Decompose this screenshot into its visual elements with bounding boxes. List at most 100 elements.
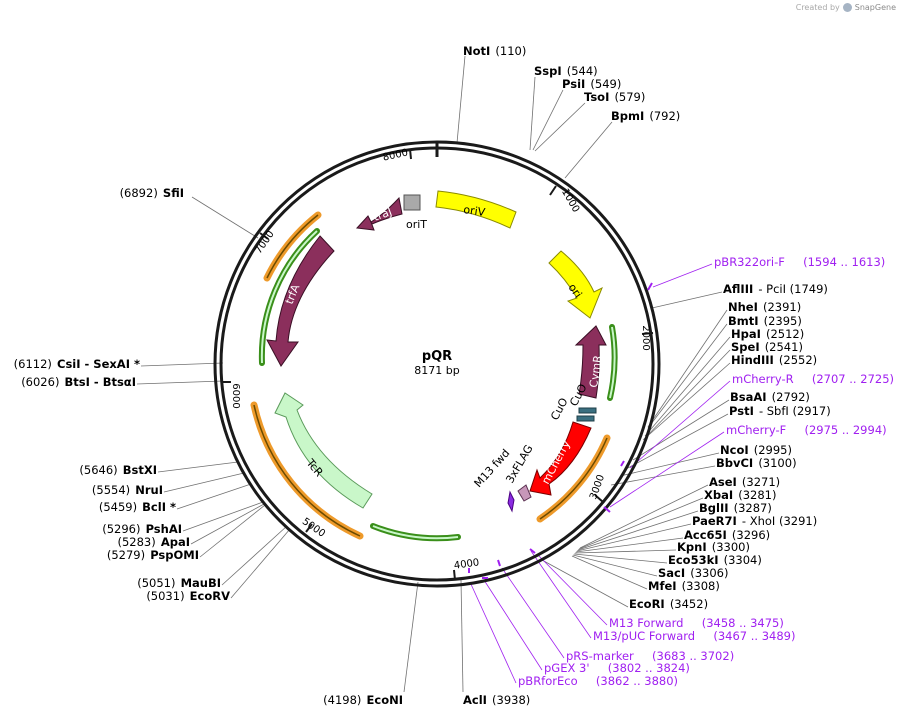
site-label-spei: SpeI (2541) [731, 336, 803, 355]
leader-line-bpmi [564, 121, 613, 179]
site-label-paer7i: PaeR7I - XhoI (3291) [692, 510, 817, 529]
site-name: MauBI [181, 576, 221, 590]
plasmid-length: 8171 bp [414, 364, 459, 377]
site-name: AclI [463, 693, 487, 707]
site-position: (2792) [772, 390, 810, 404]
tick-label-3000: 3000 [588, 473, 607, 501]
site-position: (3281) [738, 488, 776, 502]
site-position: (5554) [92, 483, 130, 497]
site-name: SpeI [731, 340, 760, 354]
site-position: (549) [590, 77, 621, 91]
site-position: (2512) [766, 327, 804, 341]
leader-line-kpni [574, 549, 677, 554]
site-position: (6112) [14, 357, 52, 371]
site-label-acc65i: Acc65I (3296) [684, 524, 770, 543]
site-position: (2541) [765, 340, 803, 354]
site-label-bpmi: BpmI (792) [611, 105, 680, 124]
site-position: (6892) [120, 186, 158, 200]
leader-line-btsi-bts-i [136, 380, 224, 385]
feature-label-traj: traJ [372, 205, 394, 224]
primer-markers [468, 282, 653, 579]
feature-label-cuo-1: CuO [548, 395, 571, 422]
leader-line-xbai [578, 497, 704, 550]
site-label-bsaai: BsaAI (2792) [730, 386, 810, 405]
site-name: PsiI [562, 77, 585, 91]
brand-name: SnapGene [854, 3, 896, 12]
promoter-orange-bottom-left-core [253, 404, 361, 537]
primer-label-mcherry-r: mCherry-R (2707 .. 2725) [732, 372, 894, 386]
site-name: HpaI [731, 327, 761, 341]
feature-cymr-arrow [574, 325, 607, 399]
leader-line-ncoi [619, 452, 720, 477]
site-label-ecori: EcoRI (3452) [629, 593, 708, 612]
site-position: (2552) [779, 353, 817, 367]
site-name: PspOMI [150, 548, 199, 562]
tick-mark-2000 [641, 332, 654, 335]
tick-label-2000: 2000 [640, 325, 651, 350]
site-label-btsi-bts-i: (6026) BtsI - BtsαI [21, 371, 136, 390]
leader-line-sspi [529, 76, 536, 151]
site-label-sspi: SspI (544) [534, 60, 598, 79]
promoter-orange-left-core [266, 214, 319, 279]
feature-label-orit: oriT [406, 218, 427, 231]
site-name: SspI [534, 64, 562, 78]
feature-label-oriv: oriV [463, 203, 487, 219]
feature-label-m13fwd: M13 fwd [472, 447, 513, 490]
site-name: NotI [463, 44, 490, 58]
site-name: SfiI [163, 186, 184, 200]
primer-marker-mcherry-f [603, 506, 611, 513]
site-position: (5031) [146, 589, 184, 603]
primer-marker-prs [497, 559, 501, 567]
leader-line-spei [643, 349, 731, 440]
site-position: (3452) [670, 597, 708, 611]
tick-mark-4000 [453, 569, 456, 581]
leader-line-bglii [577, 510, 699, 551]
leader-line-psti [625, 413, 729, 470]
site-label-pspomi: (5279) PspOMI [107, 544, 199, 563]
site-name: PshAI [146, 522, 182, 536]
site-label-sfii: (6892) SfiI [120, 182, 184, 201]
site-label-ncoi: NcoI (2995) [720, 439, 792, 458]
leader-line-ecorv [230, 528, 291, 599]
site-name: Eco53kI [668, 553, 719, 567]
tick-label-8000: 8000 [382, 148, 409, 164]
site-label-nhei: NheI (2391) [728, 296, 801, 315]
brand: Created by SnapGene [796, 3, 896, 12]
primer-leader-m13 [537, 554, 608, 626]
plasmid-name: pQR [422, 349, 452, 364]
primer-label-mcherry-f: mCherry-F (2975 .. 2994) [726, 423, 887, 437]
site-position: (3100) [758, 456, 796, 470]
site-position: (3300) [712, 540, 750, 554]
leader-line-pshai [182, 501, 264, 532]
site-position: (6026) [21, 375, 59, 389]
leader-line-nrui [163, 472, 245, 493]
site-name: BpmI [611, 109, 644, 123]
leader-line-sfii [191, 196, 259, 239]
site-name: NcoI [720, 443, 749, 457]
tick-label-6000: 6000 [230, 383, 241, 408]
site-position: (3938) [492, 693, 530, 707]
site-label-asei: AseI (3271) [709, 471, 780, 490]
site-name: PaeR7I [692, 514, 737, 528]
primer-label-pgex: pGEX 3' (3802 .. 3824) [544, 661, 690, 675]
snapgene-logo-icon [842, 3, 852, 12]
feature-label-cymr: CymR [587, 354, 604, 388]
leader-line-csii-sexai [140, 362, 224, 367]
site-name: EcoRI [629, 597, 665, 611]
site-position: (544) [567, 64, 598, 78]
leader-line-noti [456, 55, 466, 144]
promoter-green-right-core [609, 326, 616, 399]
site-label-eco53ki: Eco53kI (3304) [668, 549, 762, 568]
site-label-bbvci: BbvCI (3100) [716, 452, 797, 471]
site-position: - XhoI (3291) [742, 514, 817, 528]
site-name: NheI [728, 300, 758, 314]
leader-line-acc65i [575, 537, 684, 553]
site-name: MfeI [648, 579, 677, 593]
feature-oriV-arrow [435, 190, 517, 229]
tick-mark-8000 [409, 148, 412, 160]
site-position: - PciI (1749) [758, 282, 828, 296]
site-name: AflIII [723, 282, 753, 296]
site-name: ApaI [161, 535, 190, 549]
site-name: TsoI [584, 90, 609, 104]
site-name: SacI [658, 566, 685, 580]
